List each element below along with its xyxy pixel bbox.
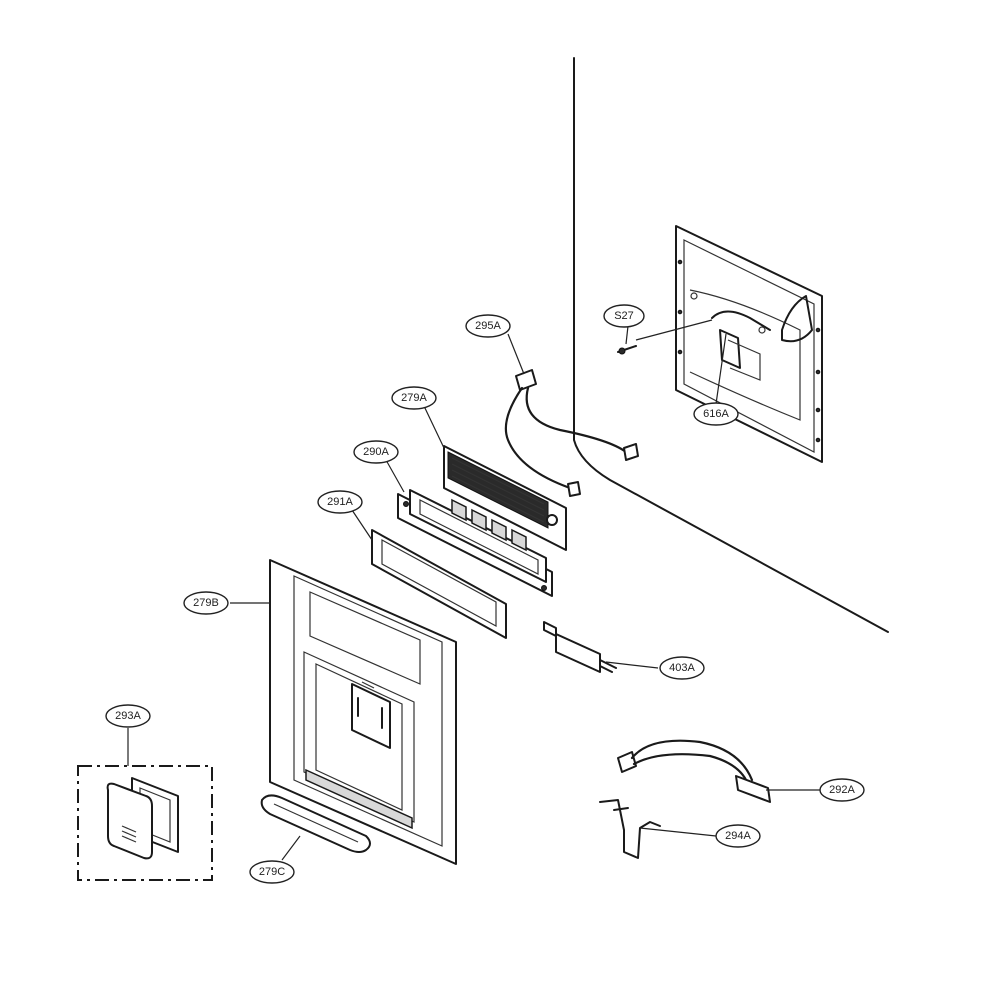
callout-label: 294A	[725, 830, 751, 842]
callout-label: 279C	[259, 866, 285, 878]
micro-switch-403A	[543, 621, 617, 673]
callout-294A: 294A	[715, 824, 761, 848]
callout-S27: S27	[603, 304, 645, 328]
bracket-frame-290A	[397, 489, 553, 597]
callout-279C: 279C	[249, 860, 295, 884]
dispenser-cover-279B	[269, 559, 457, 865]
callout-label: 616A	[703, 408, 729, 420]
callout-295A: 295A	[465, 314, 511, 338]
callout-290A: 290A	[353, 440, 399, 464]
display-lens-291A	[371, 529, 507, 639]
drip-tray-279C	[260, 794, 371, 853]
clip-294A	[599, 799, 661, 859]
callout-616A: 616A	[693, 402, 739, 426]
callout-label: 279A	[401, 392, 427, 404]
callout-label: 291A	[327, 496, 353, 508]
callout-292A: 292A	[819, 778, 865, 802]
callout-279B: 279B	[183, 591, 229, 615]
dispenser-housing-616A	[675, 225, 823, 463]
callout-label: 295A	[475, 320, 501, 332]
leader-lines	[127, 319, 820, 861]
sensor-harness-292A	[617, 739, 771, 803]
door-outline	[573, 57, 889, 633]
accessory-kit-293A	[77, 765, 213, 881]
callout-label: 403A	[669, 662, 695, 674]
control-board-279A	[443, 445, 567, 551]
screw-S27	[617, 345, 637, 355]
callout-403A: 403A	[659, 656, 705, 680]
wire-harness-295A	[504, 369, 639, 497]
callout-293A: 293A	[105, 704, 151, 728]
callout-279A: 279A	[391, 386, 437, 410]
callout-label: 279B	[193, 597, 219, 609]
callout-label: 290A	[363, 446, 389, 458]
callout-label: 292A	[829, 784, 855, 796]
callout-label: 293A	[115, 710, 141, 722]
callout-label: S27	[614, 310, 634, 322]
callout-291A: 291A	[317, 490, 363, 514]
